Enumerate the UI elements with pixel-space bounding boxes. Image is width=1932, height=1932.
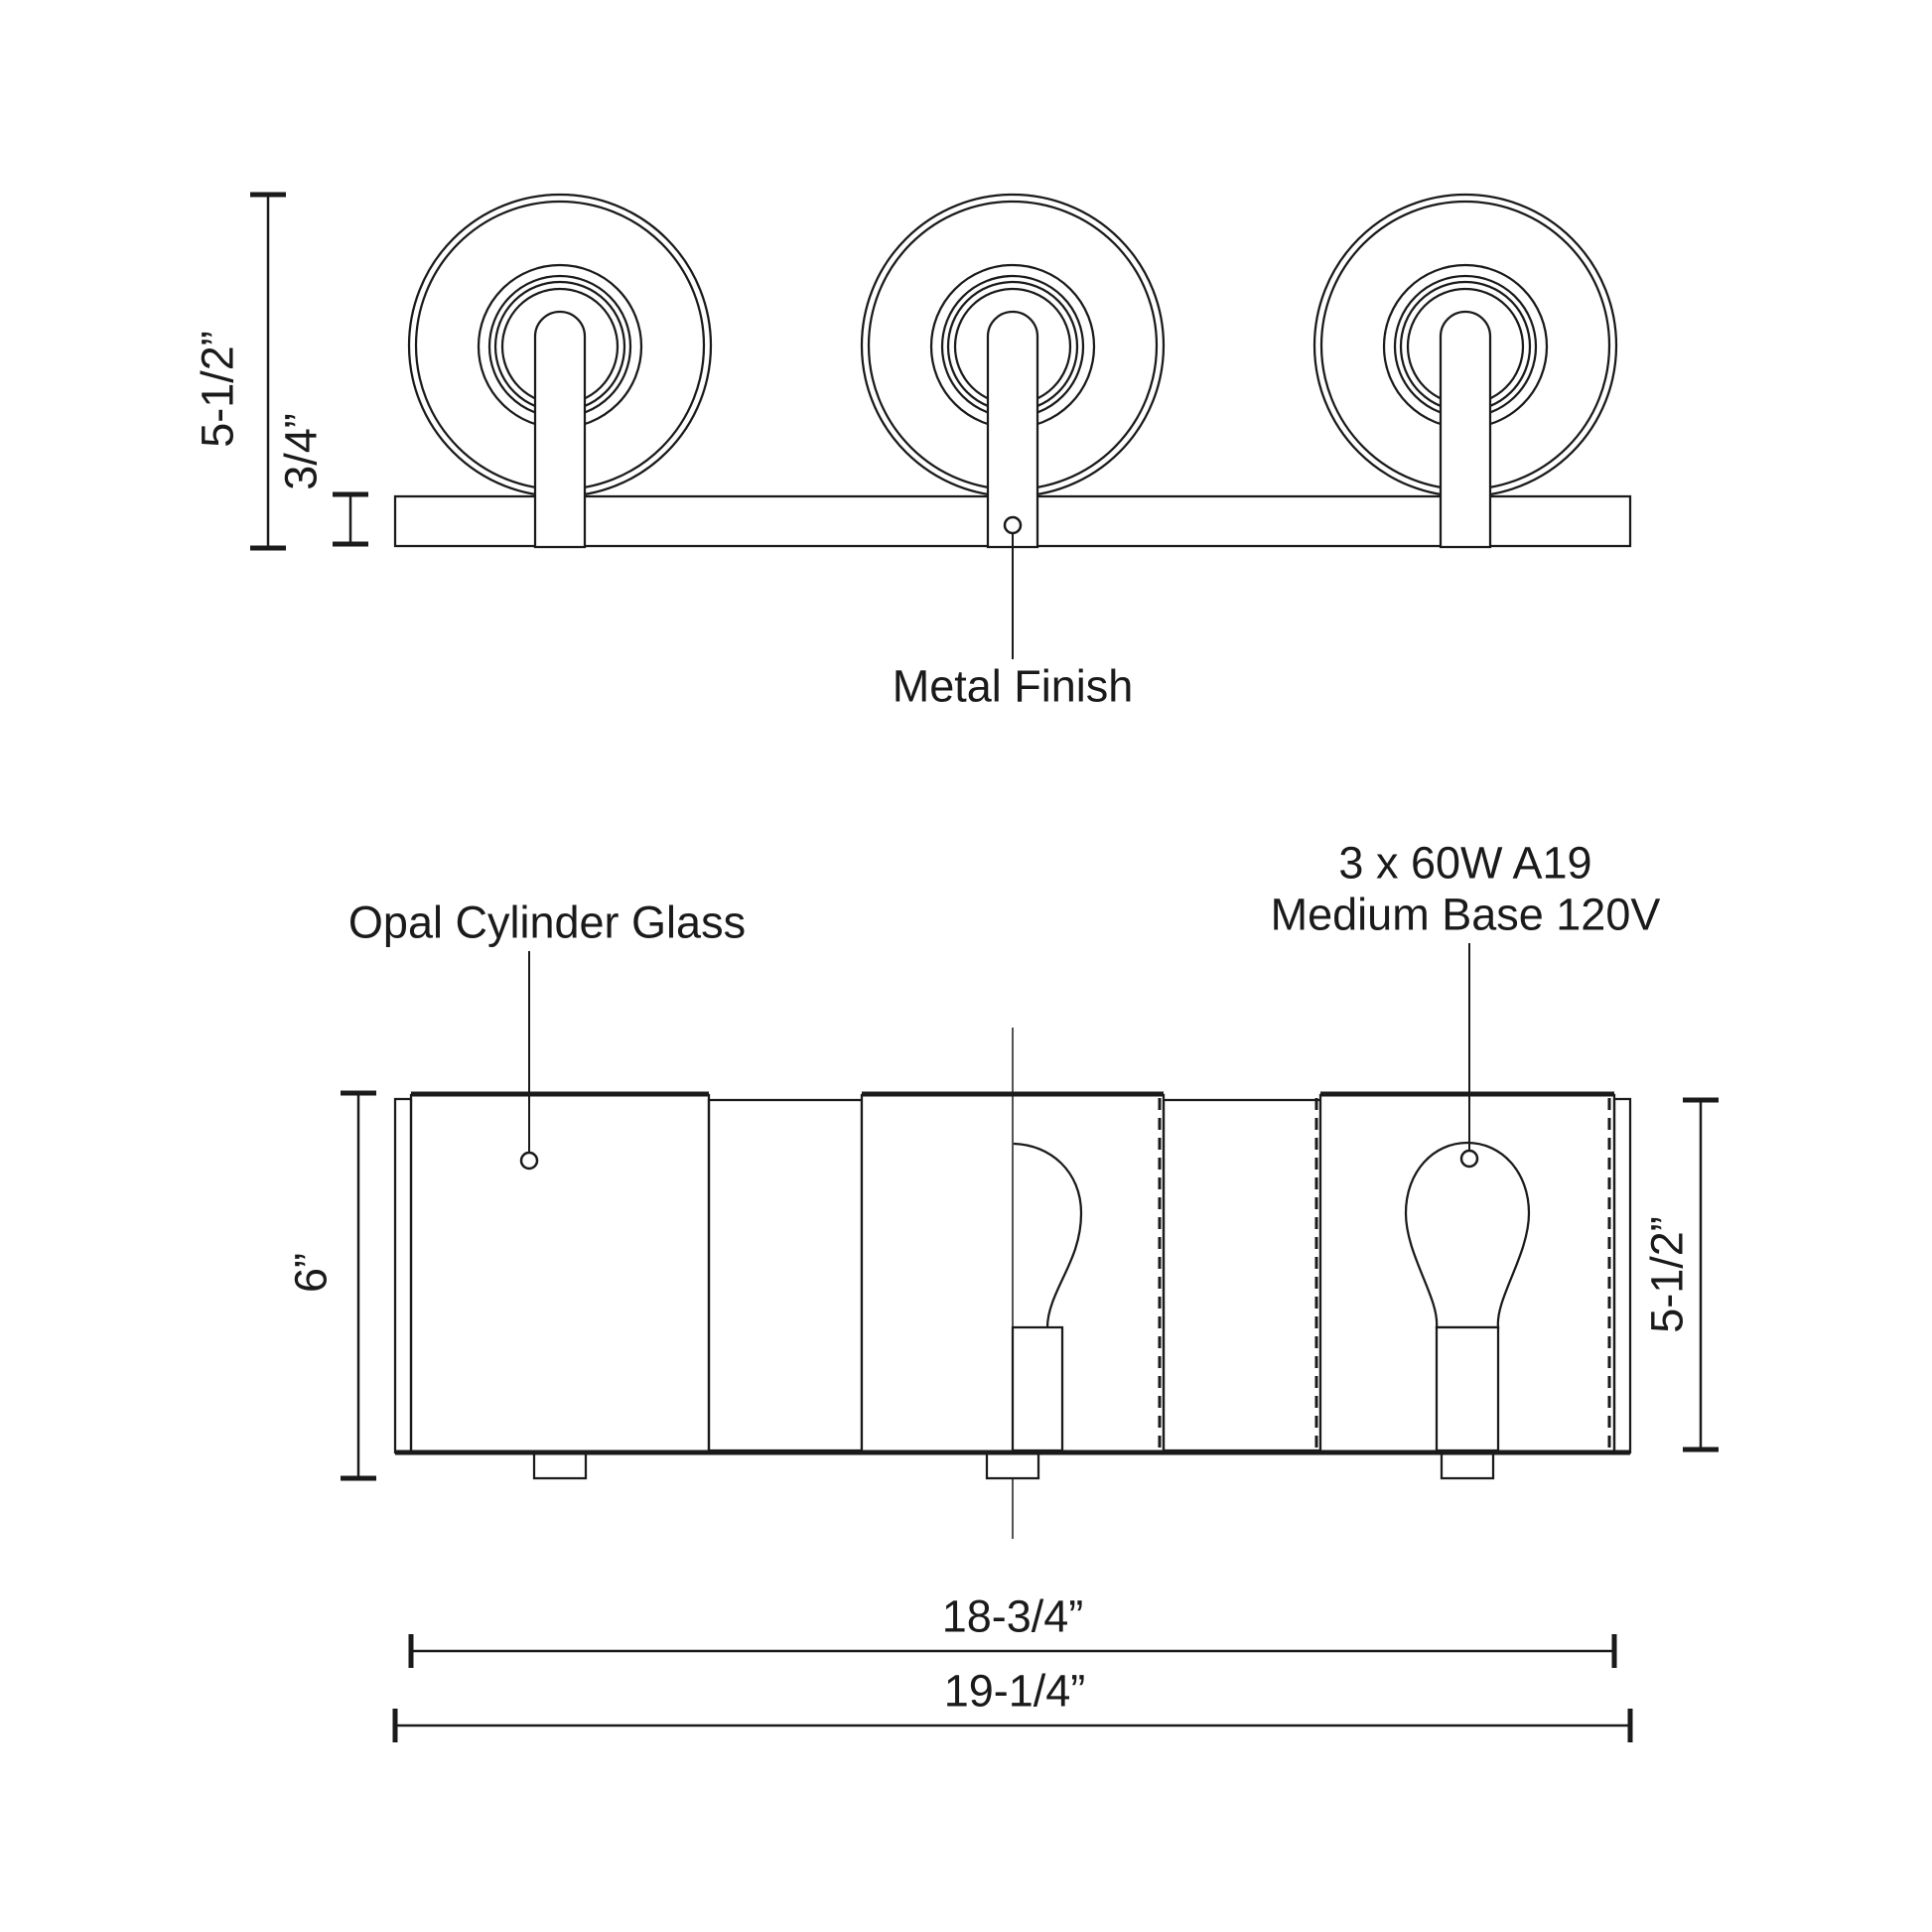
backplate-edge-left: [393, 1097, 413, 1454]
backplate-section-a: [707, 1098, 864, 1452]
top-view: [250, 192, 1632, 659]
dimension-glass-span: [408, 1634, 1617, 1668]
dimension-overall-width: [392, 1709, 1633, 1742]
dimension-label-top-height: 5-1/2”: [192, 331, 243, 448]
metal-finish-callout: [1003, 515, 1023, 659]
stem-left: [533, 310, 587, 549]
dimension-label-overall-width: 19-1/4”: [943, 1665, 1086, 1717]
backplate-edge-right: [1612, 1097, 1632, 1454]
mounting-foot-right: [1440, 1450, 1495, 1480]
lamp-socket-center: [1011, 1325, 1064, 1452]
dimension-top-height: [250, 192, 286, 551]
stem-right: [1439, 310, 1492, 549]
bulb-spec-label-line1: 3 x 60W A19: [1338, 837, 1592, 889]
dimension-label-glass-span: 18-3/4”: [941, 1590, 1084, 1642]
bulb-spec-callout: [1459, 943, 1479, 1169]
callout-dot: [1003, 515, 1023, 535]
bulb-spec-label-line2: Medium Base 120V: [1270, 889, 1661, 940]
dimension-plate-thickness: [333, 491, 368, 547]
dimension-label-front-height: 6”: [285, 1252, 337, 1294]
bulb-right: [1404, 1141, 1531, 1452]
glass-cylinder-left: [409, 1093, 711, 1453]
opal-glass-label: Opal Cylinder Glass: [347, 897, 747, 948]
callout-dot: [519, 1151, 539, 1171]
dimension-label-plate-thickness: 3/4”: [275, 413, 327, 490]
lamp-socket-right: [1435, 1325, 1500, 1452]
front-view: [341, 943, 1719, 1742]
dimension-front-height: [341, 1090, 376, 1481]
mounting-foot-center: [985, 1450, 1040, 1480]
callout-dot: [1459, 1149, 1479, 1169]
mounting-foot-left: [532, 1450, 588, 1480]
bulb-center-half: [1011, 1142, 1083, 1452]
backplate-section-b: [1162, 1098, 1322, 1452]
dimension-label-glass-height: 5-1/2”: [1641, 1216, 1693, 1333]
metal-finish-label: Metal Finish: [892, 660, 1134, 712]
dimension-glass-height: [1683, 1097, 1719, 1452]
stem-center: [986, 310, 1039, 549]
opal-glass-callout: [519, 951, 539, 1171]
